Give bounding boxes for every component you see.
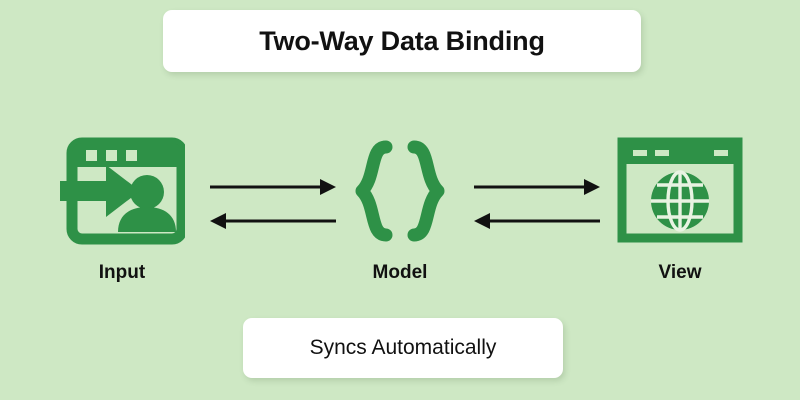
node-input-label: Input <box>98 262 146 283</box>
footer-caption: Syncs Automatically <box>309 336 497 359</box>
model-icon-wrapper <box>346 136 454 246</box>
browser-window-globe-icon <box>617 137 743 243</box>
footer-card: Syncs Automatically <box>243 318 563 378</box>
node-input: Input <box>42 136 202 284</box>
arrow-model-to-view <box>474 179 600 195</box>
page-title: Two-Way Data Binding <box>259 25 545 56</box>
node-model-label: Model <box>372 262 428 283</box>
node-view-label: View <box>658 262 702 283</box>
connector-input-model <box>208 172 338 234</box>
arrow-input-to-model <box>210 179 336 195</box>
node-model: Model <box>320 136 480 284</box>
browser-window-user-input-icon <box>59 137 185 245</box>
node-view: View <box>600 136 760 284</box>
globe-graphic <box>651 170 709 232</box>
view-icon-wrapper <box>617 136 743 246</box>
input-icon-wrapper <box>59 136 185 246</box>
arrow-view-to-model <box>474 213 600 229</box>
title-card: Two-Way Data Binding <box>163 10 641 72</box>
connector-model-view <box>472 172 602 234</box>
curly-braces-icon <box>355 140 445 242</box>
arrow-model-to-input <box>210 213 336 229</box>
